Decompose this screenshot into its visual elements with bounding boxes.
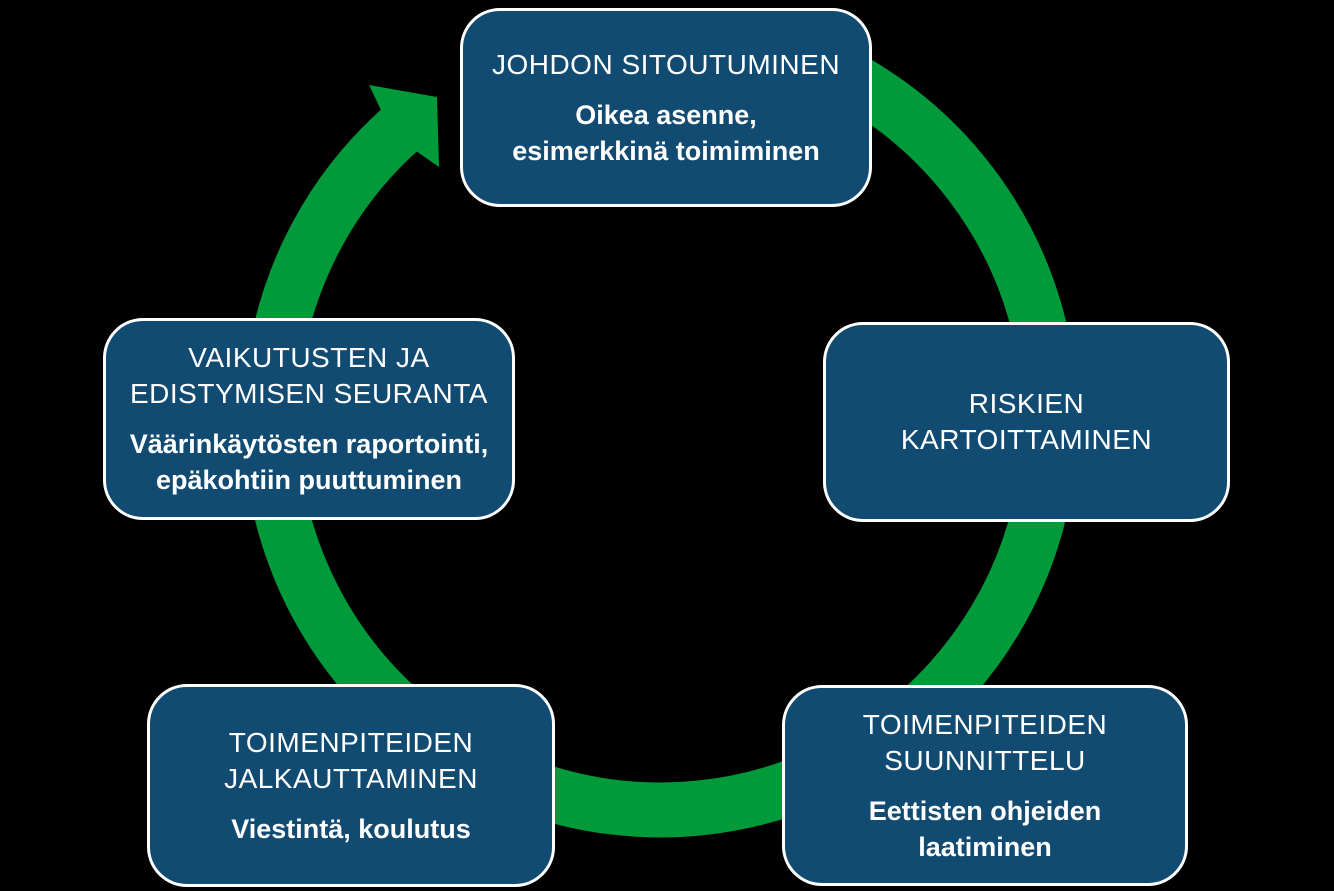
node-title: VAIKUTUSTEN JA EDISTYMISEN SEURANTA <box>130 342 488 409</box>
node-johdon-sitoutuminen: JOHDON SITOUTUMINEN Oikea asenne, esimer… <box>460 8 872 207</box>
node-title: TOIMENPITEIDEN SUUNNITTELU <box>862 708 1108 776</box>
cycle-arrow-head-icon <box>369 85 439 167</box>
node-subtitle: Väärinkäytösten raportointi, epäkohtiin … <box>129 429 489 495</box>
node-subtitle: Viestintä, koulutus <box>231 813 471 844</box>
node-title: RISKIEN KARTOITTAMINEN <box>900 388 1153 455</box>
node-vaikutusten-ja-edistymisen-seuranta: VAIKUTUSTEN JA EDISTYMISEN SEURANTA Väär… <box>103 318 515 520</box>
node-title: TOIMENPITEIDEN JALKAUTTAMINEN <box>224 726 478 794</box>
node-toimenpiteiden-jalkauttaminen: TOIMENPITEIDEN JALKAUTTAMINEN Viestintä,… <box>147 684 555 887</box>
node-subtitle: Oikea asenne, esimerkkinä toimiminen <box>512 99 820 166</box>
node-title: JOHDON SITOUTUMINEN <box>491 48 841 80</box>
node-subtitle: Eettisten ohjeiden laatiminen <box>868 795 1102 862</box>
node-riskien-kartoittaminen: RISKIEN KARTOITTAMINEN <box>823 322 1230 522</box>
node-toimenpiteiden-suunnittelu: TOIMENPITEIDEN SUUNNITTELU Eettisten ohj… <box>782 685 1188 886</box>
